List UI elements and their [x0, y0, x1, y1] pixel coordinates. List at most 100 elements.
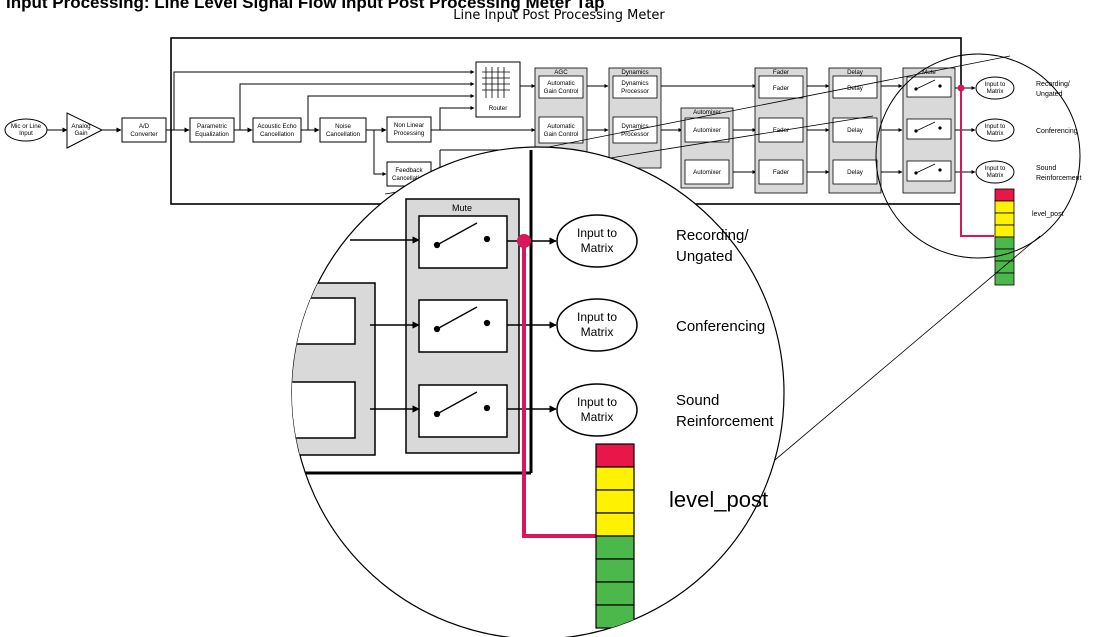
page-title: Input Processing: Line Level Signal Flow… [6, 0, 605, 12]
meter-big-segment-2 [595, 466, 635, 491]
output-small-reinforcement: Reinforcement [1036, 175, 1082, 182]
matrix-small-1-label-2: Matrix [987, 88, 1005, 95]
meter-tap-point-big [517, 234, 531, 248]
analog-gain-label-2: Gain [74, 130, 88, 137]
output-small-recording: Recording/ [1036, 81, 1070, 88]
meter-big-segment-3 [595, 489, 635, 514]
meter-tap-point-small [957, 84, 965, 92]
mute-group-big-label: Mute [452, 203, 472, 213]
matrix-big-2-label-1: Input to [577, 310, 617, 324]
noise-cancellation-block [319, 117, 367, 143]
zoom-line-upper [497, 55, 1011, 158]
output-big-sound: Sound [676, 392, 719, 409]
matrix-small-2-label-2: Matrix [987, 130, 1005, 137]
agc-1-label-1: Automatic [547, 80, 575, 87]
matrix-input-small-1 [975, 76, 1015, 100]
delay-1-label: Delay [847, 85, 864, 92]
fbc-label-2: Cancellation [392, 175, 427, 182]
matrix-small-3-label-2: Matrix [987, 172, 1005, 179]
meter-big-segment-4 [595, 512, 635, 537]
output-small-ungated: Ungated [1036, 91, 1063, 98]
meter-big-segment-1 [595, 443, 635, 468]
output-big-ungated: Ungated [676, 248, 733, 265]
meter-label-big: level_post [669, 487, 768, 512]
output-small-sound: Sound [1036, 165, 1056, 172]
meter-small-segment-3 [994, 212, 1015, 226]
delay-3-label: Delay [847, 169, 864, 176]
automixer-block-2 [684, 159, 730, 185]
router-label: Router [489, 105, 508, 112]
analog-gain-label-1: Analog [71, 123, 91, 130]
fader-1-label: Fader [773, 85, 789, 92]
mute-switch-small-3 [906, 160, 952, 182]
peq-label-1: Parametric [197, 123, 227, 130]
matrix-small-1-label-1: Input to [985, 81, 1006, 88]
matrix-big-1-label-2: Matrix [581, 241, 614, 255]
delay-block-3 [832, 159, 878, 185]
output-small-conferencing: Conferencing [1036, 128, 1078, 135]
aec-label-1: Acoustic Echo [257, 123, 297, 130]
matrix-big-1-label-1: Input to [577, 226, 617, 240]
fader-3-label: Fader [773, 169, 789, 176]
analog-gain-amp [66, 112, 104, 149]
agc-2-label-1: Automatic [547, 123, 575, 130]
peq-label-2: Equalization [195, 131, 229, 138]
matrix-input-small-3 [975, 160, 1015, 184]
parametric-eq-block [189, 117, 235, 143]
delay-block-1 [832, 75, 878, 99]
delay-2-label: Delay [847, 127, 864, 134]
meter-tap-line-big [522, 241, 596, 538]
delay-group-label: Delay [847, 69, 864, 76]
dynamics-group-label: Dynamics [621, 69, 648, 76]
fader-block-1 [758, 75, 804, 99]
dynamics-block-1 [612, 75, 658, 99]
level-meter-small [994, 188, 1015, 286]
output-big-conferencing: Conferencing [676, 318, 765, 335]
level-meter-big [595, 443, 635, 629]
output-big-recording: Recording/ [676, 227, 749, 244]
matrix-small-3-label-1: Input to [985, 165, 1006, 172]
automixer-group-label: Automixer [693, 109, 721, 116]
output-big-reinforcement: Reinforcement [676, 413, 774, 430]
dyn-2-label-1: Dynamics [621, 123, 648, 130]
meter-big-segment-7 [595, 581, 635, 606]
fbc-label-1: Feedback [395, 167, 423, 174]
meter-big-segment-6 [595, 558, 635, 583]
meter-label-small: level_post [1032, 211, 1064, 218]
matrix-big-2-label-2: Matrix [581, 325, 614, 339]
meter-small-segment-2 [994, 200, 1015, 214]
fader-block-3 [758, 159, 804, 185]
dyn-1-label-1: Dynamics [621, 80, 648, 87]
meter-small-segment-1 [994, 188, 1015, 202]
nc-label-2: Cancellation [326, 131, 361, 138]
fader-group-label: Fader [773, 69, 789, 76]
matrix-small-2-label-1: Input to [985, 123, 1006, 130]
fader-block-2 [758, 117, 804, 143]
magnifier-small-circle [875, 53, 1081, 259]
ad-label-1: A/D [139, 123, 150, 130]
meter-small-segment-4 [994, 224, 1015, 238]
automixer-1-label: Automixer [693, 127, 721, 134]
mute-switch-big-1 [418, 215, 508, 269]
mic-input-label-2: Input [19, 130, 33, 137]
mute-switch-big-3 [418, 384, 508, 438]
magnified-detail: Mute Input to Matrix Input to Matrix Inp… [292, 150, 638, 629]
dyn-1-label-2: Processor [621, 88, 649, 95]
delay-block-2 [832, 117, 878, 143]
nlp-label-1: Non Linear [394, 122, 424, 129]
agc-1-label-2: Gain Control [544, 88, 579, 95]
meter-big-segment-8 [595, 604, 635, 629]
agc-block-1 [538, 75, 584, 99]
matrix-input-big-2 [556, 298, 638, 352]
matrix-input-big-1 [556, 214, 638, 268]
agc-2-label-2: Gain Control [544, 131, 579, 138]
meter-small-segment-5 [994, 236, 1015, 250]
nc-label-1: Noise [335, 123, 351, 130]
matrix-input-small-2 [975, 118, 1015, 142]
dyn-2-label-2: Processor [621, 131, 649, 138]
nlp-label-2: Processing [394, 130, 425, 137]
aec-block [252, 117, 302, 143]
page-subtitle: Line Input Post Processing Meter [453, 8, 665, 23]
meter-small-segment-8 [994, 272, 1015, 286]
